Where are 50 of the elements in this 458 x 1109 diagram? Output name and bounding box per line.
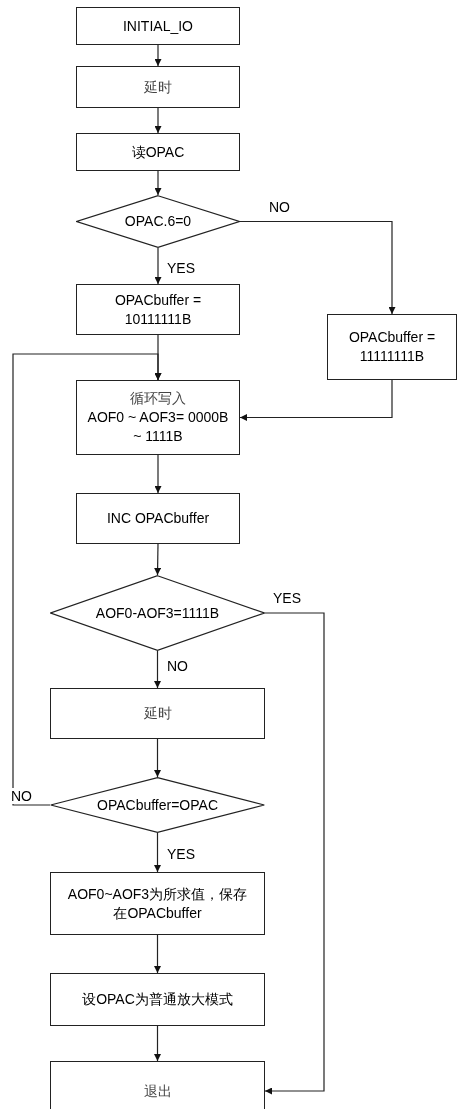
box-text: OPACbuffer=OPAC: [96, 795, 219, 815]
process-box: [76, 7, 240, 45]
process-box: [76, 133, 240, 171]
arrow: [264, 612, 325, 1095]
arrow: [154, 650, 161, 689]
decision-diamond: [50, 575, 265, 651]
box-text: AOF0~AOF3为所求值，保存在OPACbuffer: [66, 884, 249, 923]
edge-label: YES: [272, 590, 302, 606]
process-box: [76, 284, 240, 335]
box-text: OPACbuffer = 10111111B: [113, 290, 203, 329]
edge-label: NO: [268, 199, 291, 215]
box-text: OPACbuffer = 11111111B: [347, 328, 437, 366]
box-text: 读OPAC: [130, 142, 186, 162]
box-text: 延时: [143, 77, 173, 97]
process-box: [50, 872, 265, 935]
decision-diamond: [50, 777, 265, 833]
arrow: [154, 1025, 161, 1062]
arrow: [154, 738, 161, 778]
box-text: INITIAL_IO: [122, 16, 194, 36]
box-text: AOF0 ~ AOF3= 0000B ~ 1111B: [86, 408, 230, 446]
edge-label: NO: [166, 658, 189, 674]
edge-label: NO: [10, 788, 33, 804]
process-box: [76, 66, 240, 108]
edge-label: YES: [166, 846, 196, 862]
process-box: [76, 380, 240, 455]
box-text: AOF0-AOF3=1111B: [94, 603, 221, 623]
arrow: [154, 170, 162, 196]
box-text: INC OPACbuffer: [105, 509, 211, 528]
edge-label: YES: [166, 260, 196, 276]
arrow: [12, 353, 162, 806]
arrow: [154, 247, 162, 285]
box-text: 延时: [142, 704, 173, 723]
decision-diamond: [76, 195, 240, 248]
box-text: OPAC.6=0: [123, 212, 193, 231]
process-box: [76, 493, 240, 544]
arrow: [154, 454, 162, 494]
process-box: [50, 688, 265, 739]
arrow: [154, 543, 162, 576]
process-box: [327, 314, 457, 380]
arrow: [154, 44, 162, 67]
arrow: [154, 107, 162, 134]
box-text: 设OPAC为普通放大模式: [81, 990, 234, 1009]
process-box: [50, 973, 265, 1026]
arrow: [154, 934, 161, 974]
box-text: 循环写入: [129, 389, 187, 408]
process-box: [50, 1061, 265, 1109]
arrow: [239, 220, 396, 315]
arrow: [239, 379, 393, 421]
box-text: 退出: [142, 1081, 173, 1101]
arrow: [154, 832, 161, 873]
